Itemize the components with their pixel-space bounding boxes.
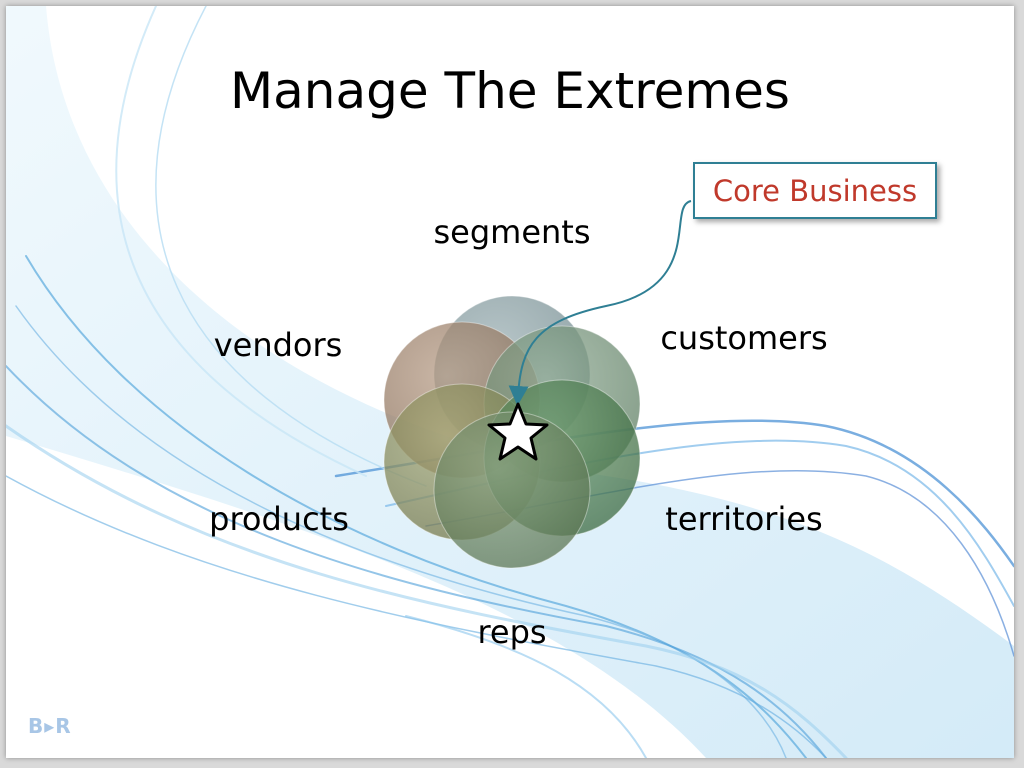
callout-text: Core Business <box>712 173 918 208</box>
logo: B▸R <box>28 714 72 738</box>
slide-title: Manage The Extremes <box>230 62 790 120</box>
label-customers: customers <box>660 319 828 357</box>
label-vendors: vendors <box>213 326 343 364</box>
label-segments: segments <box>433 213 591 251</box>
label-reps: reps <box>477 613 547 651</box>
core-business-diagram <box>383 200 692 569</box>
label-territories: territories <box>665 500 823 538</box>
circle-reps <box>433 411 591 569</box>
star-icon <box>487 402 549 461</box>
label-products: products <box>209 500 349 538</box>
slide: Manage The Extremes <box>6 6 1014 758</box>
callout-connector <box>508 200 692 406</box>
callout-core-business: Core Business <box>693 162 937 219</box>
